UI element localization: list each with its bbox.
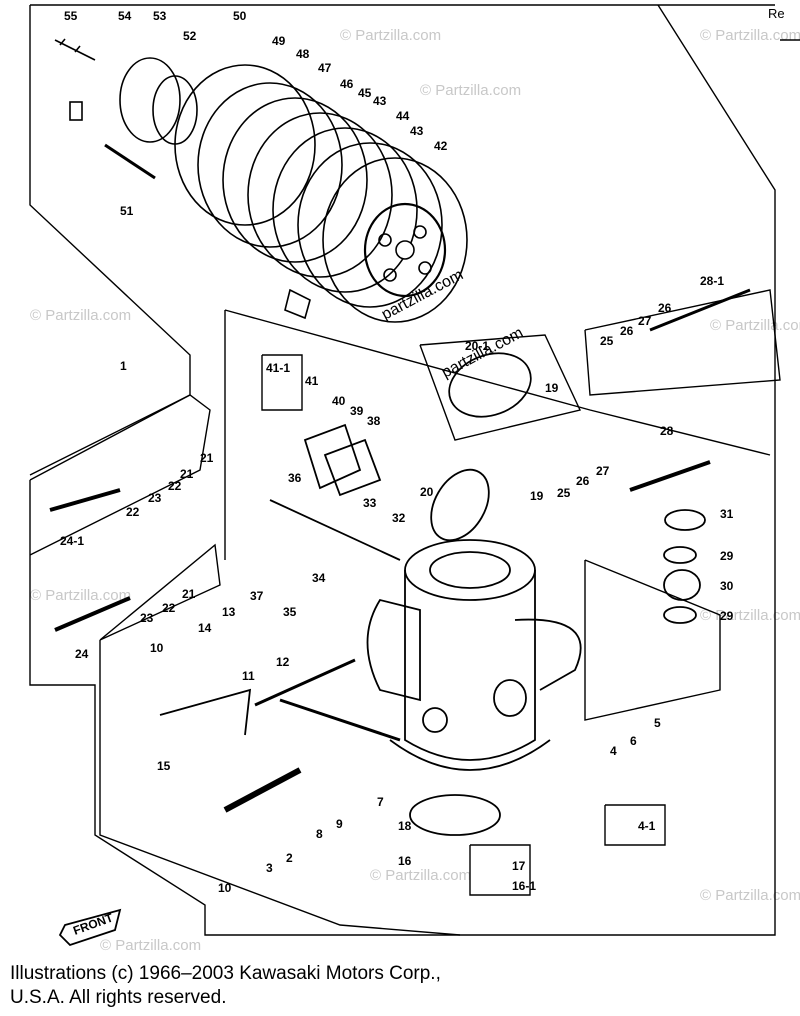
callout-13: 13 — [222, 605, 236, 619]
callout-5: 5 — [654, 716, 661, 730]
callout-17: 17 — [512, 859, 526, 873]
callout-labels: 55 54 53 52 50 49 48 47 46 45 43 44 43 4… — [60, 9, 734, 895]
callout-26: 26 — [620, 324, 634, 338]
callout-43: 43 — [373, 94, 387, 108]
callout-47: 47 — [318, 61, 332, 75]
callout-52: 52 — [183, 29, 197, 43]
callout-30: 30 — [720, 579, 734, 593]
copyright-notice: Illustrations (c) 1966–2003 Kawasaki Mot… — [10, 962, 570, 1010]
callout-16: 16 — [398, 854, 412, 868]
callout-14: 14 — [198, 621, 212, 635]
callout-41: 41 — [305, 374, 319, 388]
callout-50: 50 — [233, 9, 247, 23]
callout-45: 45 — [358, 86, 372, 100]
copyright-line-1: Illustrations (c) 1966–2003 Kawasaki Mot… — [10, 963, 441, 984]
copyright-line-2: U.S.A. All rights reserved. — [10, 987, 227, 1008]
callout-9: 9 — [336, 817, 343, 831]
callout-34: 34 — [312, 571, 326, 585]
callout-10: 10 — [218, 881, 232, 895]
callout-35: 35 — [283, 605, 297, 619]
callout-15: 15 — [157, 759, 171, 773]
callout-8: 8 — [316, 827, 323, 841]
callout-21: 21 — [180, 467, 194, 481]
callout-3: 3 — [266, 861, 273, 875]
callout-21: 21 — [200, 451, 214, 465]
callout-28: 28 — [660, 424, 674, 438]
callout-16-1: 16-1 — [512, 879, 536, 893]
frame-lines — [29, 4, 800, 936]
callout-20: 20 — [420, 485, 434, 499]
watermark-text: © Partzilla.com — [370, 867, 471, 884]
callout-12: 12 — [276, 655, 290, 669]
callout-22: 22 — [162, 601, 176, 615]
callout-1: 1 — [120, 359, 127, 373]
callout-41-1: 41-1 — [266, 361, 290, 375]
callout-39: 39 — [350, 404, 364, 418]
callout-18: 18 — [398, 819, 412, 833]
callout-25: 25 — [600, 334, 614, 348]
callout-26: 26 — [658, 301, 672, 315]
callout-22: 22 — [126, 505, 140, 519]
callout-21: 21 — [182, 587, 196, 601]
callout-4: 4 — [610, 744, 617, 758]
callout-24-1: 24-1 — [60, 534, 84, 548]
callout-32: 32 — [392, 511, 406, 525]
callout-23: 23 — [148, 491, 162, 505]
callout-40: 40 — [332, 394, 346, 408]
callout-29: 29 — [720, 609, 734, 623]
callout-53: 53 — [153, 9, 167, 23]
callout-36: 36 — [288, 471, 302, 485]
callout-38: 38 — [367, 414, 381, 428]
callout-19: 19 — [530, 489, 544, 503]
callout-26: 26 — [576, 474, 590, 488]
callout-33: 33 — [363, 496, 377, 510]
callout-27: 27 — [596, 464, 610, 478]
callout-37: 37 — [250, 589, 264, 603]
callout-11: 11 — [242, 669, 255, 683]
callout-19: 19 — [545, 381, 559, 395]
callout-48: 48 — [296, 47, 310, 61]
watermark-text: © Partzilla.com — [30, 587, 131, 604]
callout-10: 10 — [150, 641, 164, 655]
watermark-text: © Partzilla.com — [710, 317, 800, 334]
callout-31: 31 — [720, 507, 734, 521]
watermark-text: © Partzilla.com — [30, 307, 131, 324]
callout-51: 51 — [120, 204, 134, 218]
callout-2: 2 — [286, 851, 293, 865]
callout-4-1: 4-1 — [638, 819, 656, 833]
callout-29: 29 — [720, 549, 734, 563]
callout-24: 24 — [75, 647, 89, 661]
callout-6: 6 — [630, 734, 637, 748]
watermark-text: © Partzilla.com — [700, 27, 800, 44]
callout-54: 54 — [118, 9, 132, 23]
clutch-pack — [54, 38, 468, 323]
watermark-text: © Partzilla.com — [420, 82, 521, 99]
watermark-text: © Partzilla.com — [340, 27, 441, 44]
callout-43: 43 — [410, 124, 424, 138]
callout-25: 25 — [557, 486, 571, 500]
watermark-text: © Partzilla.com — [700, 887, 800, 904]
callout-27: 27 — [638, 314, 652, 328]
watermark-layer: © Partzilla.com © Partzilla.com © Partzi… — [30, 27, 800, 954]
callout-20-1: 20-1 — [465, 339, 489, 353]
callout-46: 46 — [340, 77, 354, 91]
front-arrow-label: FRONT — [71, 910, 115, 938]
callout-28-1: 28-1 — [700, 274, 724, 288]
carburetor-body — [49, 288, 751, 947]
watermark-text: © Partzilla.com — [100, 937, 201, 954]
callout-49: 49 — [272, 34, 286, 48]
callout-44: 44 — [396, 109, 410, 123]
corner-text: Re — [768, 6, 785, 21]
callout-55: 55 — [64, 9, 78, 23]
callout-23: 23 — [140, 611, 154, 625]
callout-42: 42 — [434, 139, 448, 153]
callout-7: 7 — [377, 795, 384, 809]
watermark-text: © Partzilla.com — [700, 607, 800, 624]
exploded-parts-diagram: © Partzilla.com © Partzilla.com © Partzi… — [29, 4, 800, 954]
callout-22: 22 — [168, 479, 182, 493]
